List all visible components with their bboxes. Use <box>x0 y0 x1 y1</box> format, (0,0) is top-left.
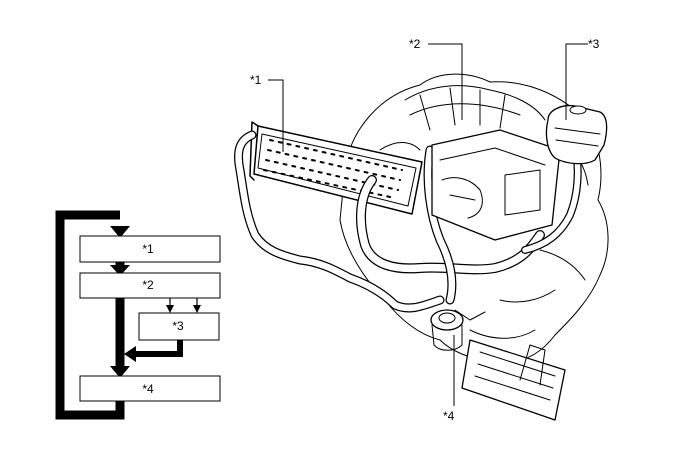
flow-box-1 <box>79 235 221 263</box>
oil-cooler <box>461 339 566 421</box>
callouts <box>268 43 588 406</box>
bypass-hose-inner <box>424 146 456 304</box>
coolant-reservoir <box>545 104 608 165</box>
callout-3-leader <box>565 43 588 120</box>
flow-line-3-return <box>133 340 183 357</box>
callout-2-leader <box>428 43 463 120</box>
water-pump-housing <box>430 309 464 351</box>
engine-front-cover-detail <box>439 147 546 219</box>
lower-radiator-hose-inner <box>235 131 444 312</box>
arrowhead-3-return <box>124 346 136 362</box>
flow-box-2 <box>79 272 221 299</box>
flow-box-4-label: *4 <box>142 382 154 396</box>
arrowhead-1-2 <box>110 265 130 276</box>
intake-manifold <box>404 85 546 131</box>
flow-chart: *1 *2 *3 *4 <box>55 210 221 420</box>
engine-front-cover <box>431 129 561 241</box>
callout-1-leader <box>268 79 284 152</box>
entry-arrowhead <box>110 226 130 238</box>
callout-1-label: *1 <box>250 73 262 87</box>
flow-box-3 <box>138 312 220 341</box>
return-loop-line <box>55 210 125 420</box>
arrowhead-2-4 <box>110 366 130 378</box>
callout-2-label: *2 <box>409 37 421 51</box>
flow-box-2-label: *2 <box>142 278 154 292</box>
callout-4-label: *4 <box>443 409 455 423</box>
flow-box-3-label: *3 <box>172 319 184 333</box>
flow-box-4 <box>79 375 221 402</box>
callout-3-label: *3 <box>588 37 600 51</box>
engine-illustration <box>234 73 609 421</box>
arrowhead-2-3b <box>193 305 201 313</box>
reservoir-hose-inner <box>522 142 581 253</box>
upper-hose-inner <box>357 176 544 274</box>
arrowhead-2-3a <box>166 305 174 313</box>
flow-box-1-label: *1 <box>142 242 154 256</box>
radiator <box>249 121 423 215</box>
